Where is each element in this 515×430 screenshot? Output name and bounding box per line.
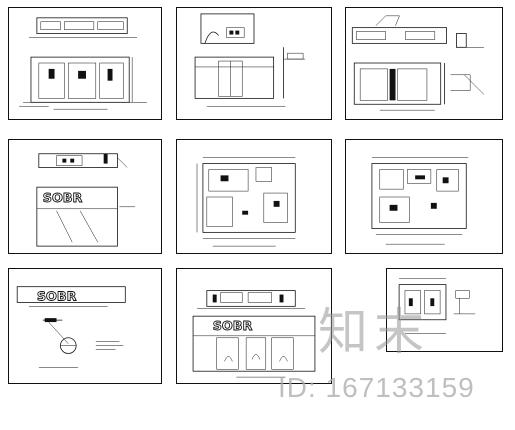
sign-elevation-drawing: SOBR	[36, 153, 136, 247]
sign-lettering: SOBR	[43, 191, 83, 206]
drawing-sheet-small-detail[interactable]	[386, 268, 503, 352]
drawing-sheet-floor-plan-2[interactable]	[345, 139, 503, 254]
floor-plan-2-drawing	[371, 157, 469, 245]
drawing-sheet-sign-elevation[interactable]: SOBR	[8, 139, 162, 254]
elevation-front-drawing	[19, 17, 147, 110]
watermark-logo: 知末	[318, 303, 430, 361]
drawing-sheet-elevation-detail[interactable]	[345, 7, 503, 120]
sign-lettering: SOBR	[213, 319, 253, 334]
small-detail-drawing	[398, 278, 476, 334]
drawing-sheet-floor-plan-1[interactable]	[176, 139, 332, 254]
elevation-detail-drawing	[351, 15, 485, 111]
sign-detail-drawing: SOBR	[16, 286, 126, 368]
elevation-side-drawing	[194, 13, 306, 107]
drawing-sheet-elevation-side[interactable]	[176, 7, 332, 120]
drawing-sheet-storefront-elevation[interactable]: SOBR	[176, 268, 332, 384]
watermark-id: ID: 167133159	[278, 372, 475, 403]
sign-lettering: SOBR	[37, 289, 77, 304]
drawing-sheet-sign-detail[interactable]: SOBR	[8, 268, 162, 384]
drawing-sheet-elevation-front[interactable]	[8, 7, 162, 120]
storefront-elevation-drawing: SOBR	[192, 290, 316, 378]
floor-plan-1-drawing	[196, 157, 296, 247]
